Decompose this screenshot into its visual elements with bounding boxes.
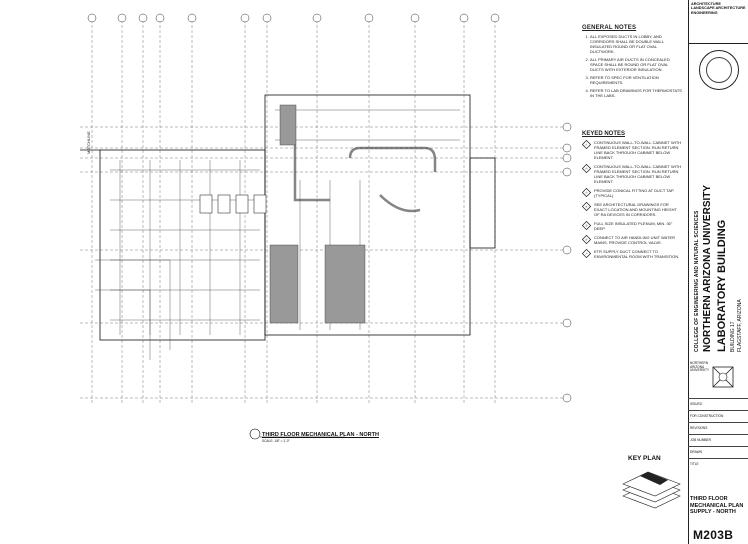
keyed-note-number: 2	[581, 163, 592, 174]
project-location: FLAGSTAFF, ARIZONA	[737, 299, 743, 352]
nau-logo: NORTHERN ARIZONA UNIVERSITY	[690, 361, 710, 373]
plan-title-block: THIRD FLOOR MECHANICAL PLAN - NORTH SCAL…	[262, 432, 379, 444]
keyed-note-text: PROVIDE CONICAL FITTING AT DUCT TAP. (TY…	[594, 188, 675, 198]
title-block-row: DRAWN	[688, 446, 748, 458]
title-block-row: TITLE	[688, 458, 748, 470]
sheet-number: M203B	[693, 528, 734, 542]
key-plan-label: KEY PLAN	[628, 455, 661, 462]
plan-scale: SCALE: 1/8" = 1'-0"	[262, 439, 290, 443]
title-block-rows: ISSUED FOR CONSTRUCTION REVISIONS JOB NU…	[688, 398, 748, 470]
title-block: ARCHITECTURE LANDSCAPE ARCHITECTURE ENGI…	[688, 0, 748, 544]
general-note: ALL EXPOSED DUCTS IN LOBBY, AND CORRIDOR…	[590, 34, 682, 54]
keyed-note-text: ETR SUPPLY DUCT CONNECT TO ENVIRONMENTAL…	[594, 249, 680, 259]
keyed-note-number: 6	[581, 234, 592, 245]
keyed-note-number: 5	[581, 220, 592, 231]
general-note: REFER TO LAB DRAWINGS FOR THERMOSTATS IN…	[590, 88, 682, 98]
college-name: COLLEGE OF ENGINEERING AND NATURAL SCIEN…	[694, 210, 700, 352]
sheet-title: THIRD FLOOR MECHANICAL PLAN SUPPLY - NOR…	[690, 496, 744, 515]
row-label: FOR CONSTRUCTION	[690, 414, 724, 418]
keyed-note-number: 3	[581, 187, 592, 198]
university-name: NORTHERN ARIZONA UNIVERSITY	[702, 184, 713, 352]
keyed-note-number: 4	[581, 201, 592, 212]
matchline-label: MATCHLINE	[86, 131, 91, 154]
firm-line: ARCHITECTURE	[691, 2, 721, 6]
keyed-note-text: CONTINUOUS WALL-TO-WALL CABINET WITH FRA…	[594, 164, 682, 184]
row-label: DRAWN	[690, 450, 702, 454]
firm-info: ARCHITECTURE LANDSCAPE ARCHITECTURE ENGI…	[689, 0, 748, 44]
keyed-notes-title: KEYED NOTES	[582, 131, 626, 137]
key-plan-diagram	[622, 471, 681, 509]
title-block-row: REVISIONS	[688, 422, 748, 434]
row-label: REVISIONS	[690, 426, 708, 430]
title-block-row: FOR CONSTRUCTION	[688, 410, 748, 422]
keyed-note-text: CONTINUOUS WALL-TO-WALL CABINET WITH FRA…	[594, 140, 682, 160]
building-name: LABORATORY BUILDING	[716, 219, 728, 352]
title-block-row: JOB NUMBER	[688, 434, 748, 446]
keyed-note-number: 1	[581, 139, 592, 150]
title-block-row: ISSUED	[688, 398, 748, 410]
row-label: TITLE	[690, 462, 699, 466]
keyed-note-text: SEE ARCHITECTURAL DRAWINGS FOR EXACT LOC…	[594, 202, 677, 217]
firm-line: ENGINEERING	[691, 10, 718, 15]
row-label: ISSUED	[690, 402, 702, 406]
keyed-note-number: 7	[581, 248, 592, 259]
nau-seal-icon	[712, 366, 734, 388]
keyed-note-text: CONNECT TO AIR HANDLING UNIT WATER MAINS…	[594, 235, 676, 245]
row-label: JOB NUMBER	[690, 438, 711, 442]
building-number: BUILDING 17	[730, 321, 736, 352]
keyed-note-text: FULL SIZE INSULATED PLENUM, MIN. 30" DEE…	[594, 221, 673, 231]
general-notes: GENERAL NOTES ALL EXPOSED DUCTS IN LOBBY…	[582, 25, 682, 101]
mechanical-plan-drawing	[80, 13, 572, 440]
general-notes-list: ALL EXPOSED DUCTS IN LOBBY, AND CORRIDOR…	[582, 34, 682, 98]
plan-title: THIRD FLOOR MECHANICAL PLAN - NORTH	[262, 432, 379, 438]
firm-line: LANDSCAPE ARCHITECTURE	[691, 6, 746, 11]
engineer-seal-icon	[699, 50, 739, 90]
general-notes-title: GENERAL NOTES	[582, 25, 637, 31]
general-note: REFER TO SPEC FOR VENTILATION REQUIREMEN…	[590, 75, 682, 85]
general-note: ALL PRIMARY AIR DUCTS IN CONCEALED SPACE…	[590, 57, 682, 72]
